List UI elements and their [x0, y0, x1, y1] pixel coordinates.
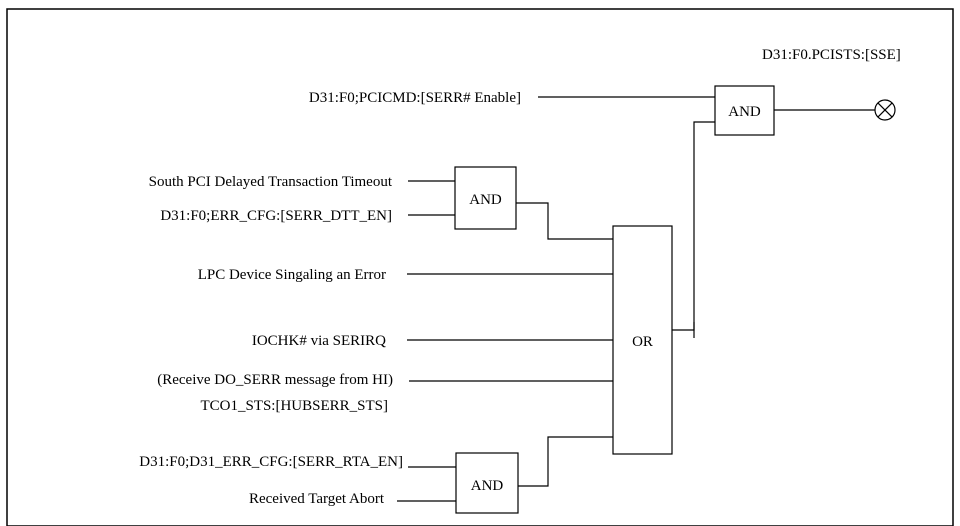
input-serr-dtt-en: D31:F0;ERR_CFG:[SERR_DTT_EN]	[160, 208, 392, 224]
input-received-target-abort: Received Target Abort	[249, 491, 385, 507]
input-serr-enable: D31:F0;PCICMD:[SERR# Enable]	[309, 90, 521, 106]
gate-or-main-label: OR	[632, 334, 653, 350]
gate-and-dtt	[454, 166, 517, 230]
wire-and-dtt-to-or	[516, 202, 613, 240]
input-receive-do-serr-line2: TCO1_STS:[HUBSERR_STS]	[200, 398, 388, 414]
gate-and-rta	[455, 452, 519, 514]
input-lpc-error: LPC Device Singaling an Error	[198, 267, 386, 283]
gate-and-rta-label: AND	[471, 478, 504, 494]
wire-or-to-and-top	[672, 121, 715, 331]
input-serr-rta-en: D31:F0;D31_ERR_CFG:[SERR_RTA_EN]	[139, 454, 403, 470]
output-indicator-icon	[874, 99, 896, 121]
gate-and-top-label: AND	[728, 104, 761, 120]
diagram-frame	[6, 8, 954, 526]
input-receive-do-serr-line1: (Receive DO_SERR message from HI)	[157, 372, 393, 388]
input-iochk: IOCHK# via SERIRQ	[252, 333, 386, 349]
output-label: D31:F0.PCISTS:[SSE]	[762, 47, 901, 63]
input-south-pci-timeout: South PCI Delayed Transaction Timeout	[149, 174, 393, 190]
wire-and-rta-to-or	[518, 436, 613, 487]
gate-and-top	[714, 85, 775, 136]
gate-and-dtt-label: AND	[469, 192, 502, 208]
